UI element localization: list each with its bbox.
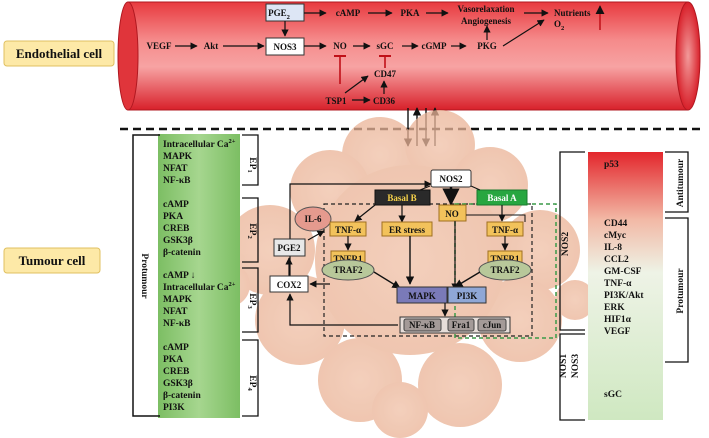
- tumour-cell-cluster: [206, 110, 595, 438]
- svg-text:COX2: COX2: [277, 280, 302, 290]
- svg-text:PI3K: PI3K: [457, 291, 478, 301]
- svg-text:Vasorelaxation: Vasorelaxation: [457, 4, 514, 14]
- svg-text:NO: NO: [445, 209, 459, 219]
- svg-text:GM-CSF: GM-CSF: [604, 267, 642, 277]
- svg-text:β-catenin: β-catenin: [163, 248, 201, 258]
- svg-text:Endothelial cell: Endothelial cell: [16, 46, 103, 61]
- svg-text:EP3: EP3: [246, 293, 257, 309]
- svg-text:Protumour: Protumour: [676, 268, 686, 314]
- svg-text:Protumour: Protumour: [139, 253, 149, 299]
- svg-text:ERK: ERK: [604, 303, 625, 313]
- svg-text:TNF-α: TNF-α: [335, 225, 361, 235]
- ep2-list: cAMP PKA CREB GSK3β β-catenin: [163, 200, 201, 258]
- svg-text:PI3K: PI3K: [163, 403, 185, 413]
- svg-text:Fra1: Fra1: [452, 320, 471, 330]
- svg-text:TNF-α: TNF-α: [492, 225, 518, 235]
- svg-text:MAPK: MAPK: [408, 291, 436, 301]
- svg-text:EP1: EP1: [246, 157, 257, 172]
- svg-text:sGC: sGC: [604, 390, 622, 400]
- svg-text:NOS3: NOS3: [273, 42, 297, 52]
- center-pathway: NOS2 Basal B Basal A NO IL-6 PGE2 COX2 T…: [269, 169, 557, 339]
- endothelial-cell-label: Endothelial cell: [3, 40, 115, 67]
- svg-text:IL-8: IL-8: [604, 243, 622, 253]
- svg-text:TSP1: TSP1: [325, 96, 347, 106]
- svg-text:O2: O2: [554, 19, 564, 32]
- svg-text:PI3K/Akt: PI3K/Akt: [604, 291, 644, 301]
- blood-vessel: [117, 1, 701, 111]
- svg-text:PKA: PKA: [401, 8, 420, 18]
- svg-text:PKG: PKG: [477, 41, 497, 51]
- svg-text:PKA: PKA: [163, 355, 183, 365]
- no-box: [438, 204, 467, 222]
- pi3k-box: [447, 286, 487, 304]
- svg-text:NO: NO: [333, 41, 347, 51]
- svg-text:TNFR1: TNFR1: [334, 254, 363, 264]
- cox2-box: [269, 275, 309, 293]
- svg-text:cAMP: cAMP: [163, 343, 189, 353]
- svg-text:cAMP: cAMP: [163, 200, 189, 210]
- vessel-pathway: PGE2 cAMP PKA Vasorelaxation Angiogenesi…: [146, 3, 605, 106]
- svg-text:GSK3β: GSK3β: [163, 379, 193, 389]
- svg-text:cGMP: cGMP: [422, 41, 447, 51]
- svg-text:MAPK: MAPK: [163, 295, 193, 305]
- svg-text:Angiogenesis: Angiogenesis: [461, 16, 512, 26]
- svg-text:NF-κB: NF-κB: [163, 319, 191, 329]
- svg-text:NOS2: NOS2: [439, 174, 463, 184]
- svg-text:Basal B: Basal B: [387, 193, 416, 203]
- svg-text:cAMP: cAMP: [336, 8, 361, 18]
- il6-node: [294, 206, 332, 232]
- svg-text:TNFR1: TNFR1: [491, 254, 520, 264]
- ep1-list: Intracellular Ca2+ MAPK NFAT NF-κB: [163, 138, 236, 186]
- svg-text:TNF-α: TNF-α: [604, 279, 632, 289]
- svg-text:Intracellular Ca2+: Intracellular Ca2+: [163, 138, 236, 150]
- svg-text:PKA: PKA: [163, 212, 183, 222]
- svg-text:Tumour cell: Tumour cell: [19, 253, 86, 268]
- svg-text:NFAT: NFAT: [163, 307, 188, 317]
- ep4-list: cAMP PKA CREB GSK3β β-catenin PI3K: [163, 343, 201, 413]
- svg-text:β-catenin: β-catenin: [163, 391, 201, 401]
- svg-text:HIF1α: HIF1α: [604, 315, 632, 325]
- right-nos-panel: NOS2 NOS1 NOS3 Antitumour Protumour p53 …: [559, 151, 689, 421]
- svg-text:PGE2: PGE2: [277, 243, 301, 253]
- svg-text:GSK3β: GSK3β: [163, 236, 193, 246]
- svg-text:NOS1: NOS1: [559, 354, 569, 379]
- svg-text:Akt: Akt: [204, 41, 219, 51]
- tumour-cell-label: Tumour cell: [3, 247, 101, 274]
- svg-text:sGC: sGC: [376, 41, 393, 51]
- svg-text:CD44: CD44: [604, 219, 627, 229]
- svg-text:EP4: EP4: [246, 375, 257, 391]
- svg-text:NF-κB: NF-κB: [409, 320, 435, 330]
- svg-text:PGE2: PGE2: [268, 8, 290, 21]
- svg-text:CD47: CD47: [374, 69, 396, 79]
- svg-text:TRAF2: TRAF2: [334, 265, 363, 275]
- svg-text:CD36: CD36: [373, 96, 395, 106]
- svg-text:CREB: CREB: [163, 224, 190, 234]
- pge2-tumour-box: [273, 238, 306, 257]
- svg-text:VEGF: VEGF: [604, 327, 631, 337]
- svg-text:ER stress: ER stress: [389, 225, 426, 235]
- svg-text:Basal A: Basal A: [487, 193, 517, 203]
- svg-text:NOS3: NOS3: [571, 354, 581, 379]
- left-ep-panel: Protumour EP1 EP2 EP3 EP4: [132, 134, 259, 418]
- svg-text:CCL2: CCL2: [604, 255, 629, 265]
- svg-text:cMyc: cMyc: [604, 231, 626, 241]
- svg-text:MAPK: MAPK: [163, 152, 193, 162]
- svg-text:TRAF2: TRAF2: [491, 265, 520, 275]
- svg-text:IL-6: IL-6: [304, 214, 322, 224]
- svg-text:cJun: cJun: [483, 320, 502, 330]
- svg-text:CREB: CREB: [163, 367, 190, 377]
- svg-text:NF-κB: NF-κB: [163, 176, 191, 186]
- svg-text:VEGF: VEGF: [146, 41, 172, 51]
- svg-text:Nutrients: Nutrients: [554, 8, 591, 18]
- svg-text:Intracellular Ca2+: Intracellular Ca2+: [163, 281, 236, 293]
- svg-text:NFAT: NFAT: [163, 164, 188, 174]
- svg-text:Antitumour: Antitumour: [676, 158, 686, 207]
- svg-text:p53: p53: [604, 160, 619, 170]
- svg-text:cAMP ↓: cAMP ↓: [163, 271, 195, 281]
- svg-text:NOS2: NOS2: [561, 232, 571, 257]
- svg-text:EP2: EP2: [246, 223, 257, 238]
- mapk-box: [396, 286, 448, 304]
- ep3-list: cAMP ↓ Intracellular Ca2+ MAPK NFAT NF-κ…: [163, 271, 236, 329]
